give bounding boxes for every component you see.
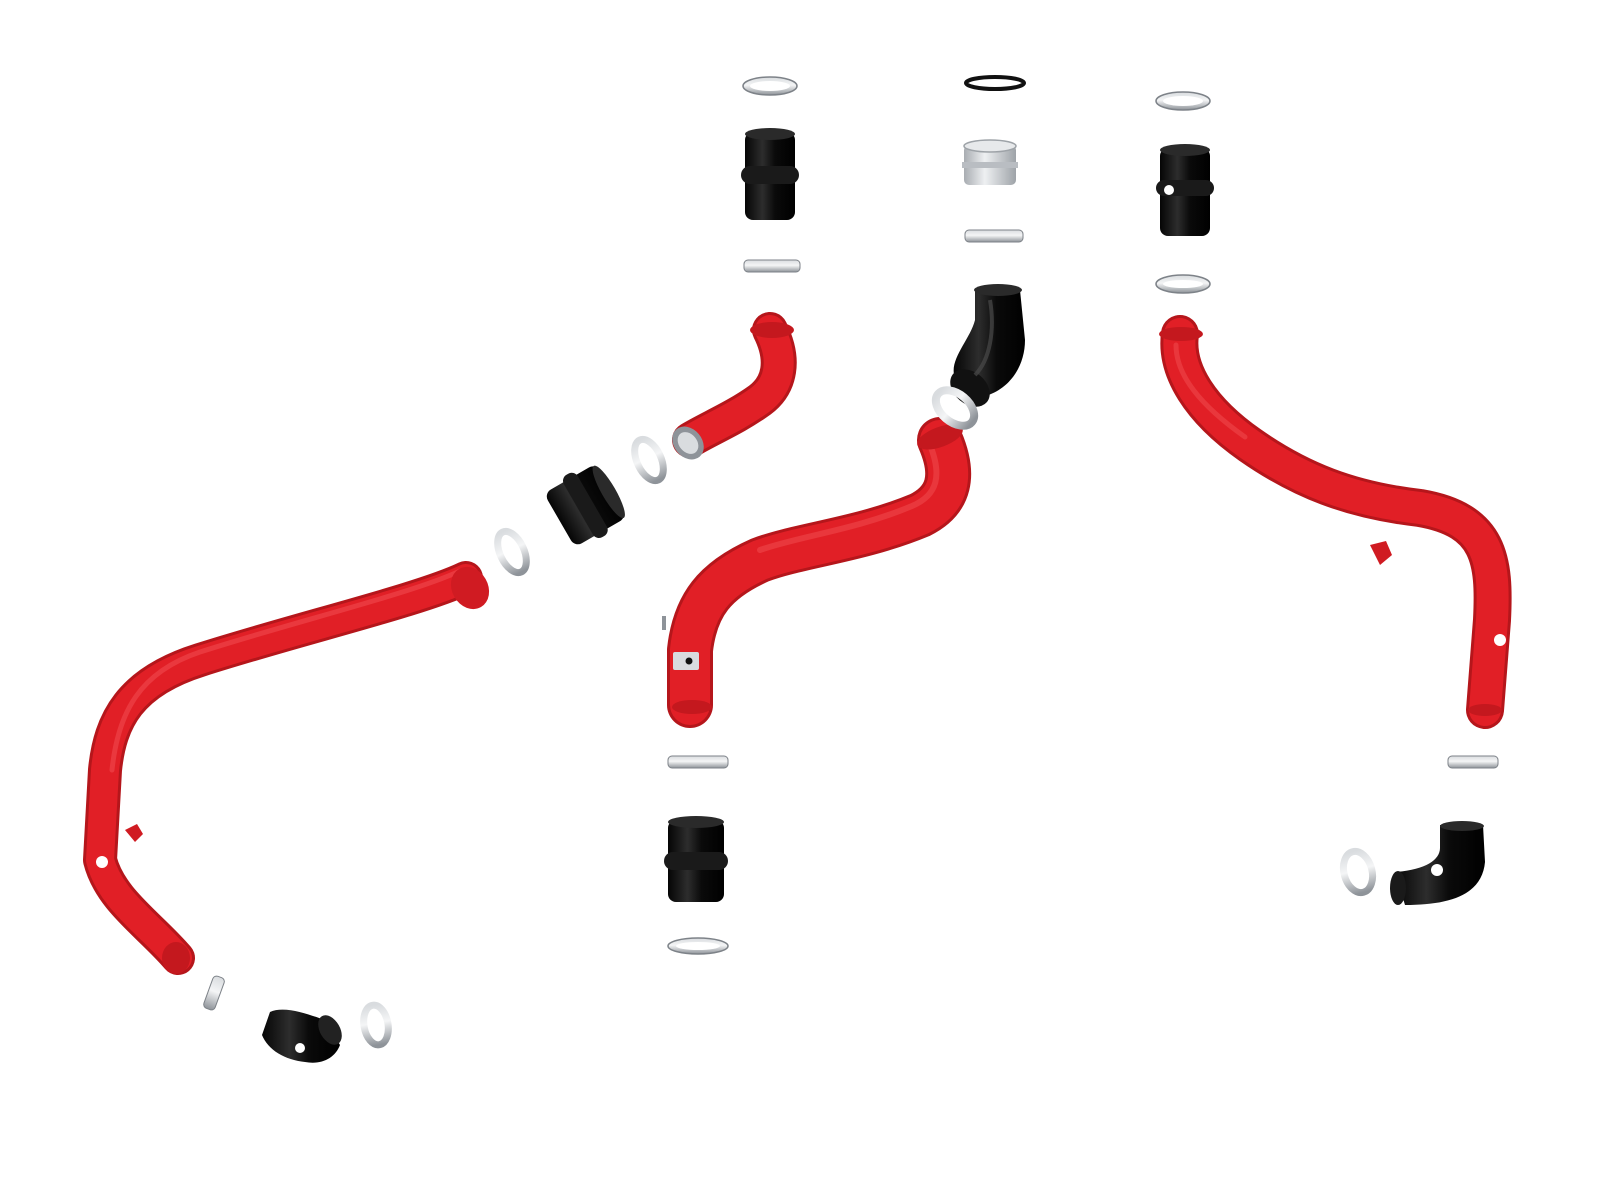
- worm-gear-clamp: [667, 755, 729, 769]
- elbow-coupler: [262, 1009, 342, 1063]
- brand-logo-icon: [1431, 864, 1443, 876]
- sensor-bung: [1370, 541, 1392, 565]
- silicone-couplers: [262, 128, 1485, 1063]
- red-pipes: [83, 312, 1512, 975]
- left-upper-intercooler-tube: [672, 312, 797, 460]
- sensor-bung: [125, 824, 143, 842]
- worm-gear-clamp: [360, 1001, 392, 1049]
- worm-gear-clamp: [1155, 274, 1211, 294]
- worm-gear-clamp: [931, 386, 979, 430]
- worm-gear-clamp: [667, 937, 729, 955]
- straight-coupler: [664, 816, 728, 902]
- worm-gear-clamp: [1447, 755, 1499, 769]
- left-lower-intercooler-tube: [83, 561, 490, 975]
- worm-gear-clamp: [203, 975, 225, 1011]
- straight-coupler: [1156, 144, 1214, 236]
- elbow-coupler: [1390, 821, 1485, 905]
- o-ring: [964, 75, 1026, 91]
- brand-logo-icon: [1164, 185, 1174, 195]
- worm-gear-clamp: [1339, 847, 1377, 897]
- brand-logo-icon: [1494, 634, 1506, 646]
- worm-gear-clamp: [494, 527, 530, 577]
- worm-gear-clamp: [742, 76, 798, 96]
- worm-gear-clamp: [631, 435, 667, 485]
- right-intercooler-tube: [1159, 315, 1512, 729]
- brand-logo-icon: [295, 1043, 305, 1053]
- worm-gear-clamp: [743, 259, 801, 273]
- straight-coupler: [741, 128, 799, 220]
- brand-logo-icon: [96, 856, 108, 868]
- worm-gear-clamp: [1155, 91, 1211, 111]
- center-intercooler-tube: [662, 417, 972, 728]
- aluminum-adapter: [962, 139, 1018, 185]
- worm-gear-clamp: [964, 229, 1024, 243]
- straight-coupler: [546, 465, 625, 545]
- hose-clamps: [203, 76, 1499, 1049]
